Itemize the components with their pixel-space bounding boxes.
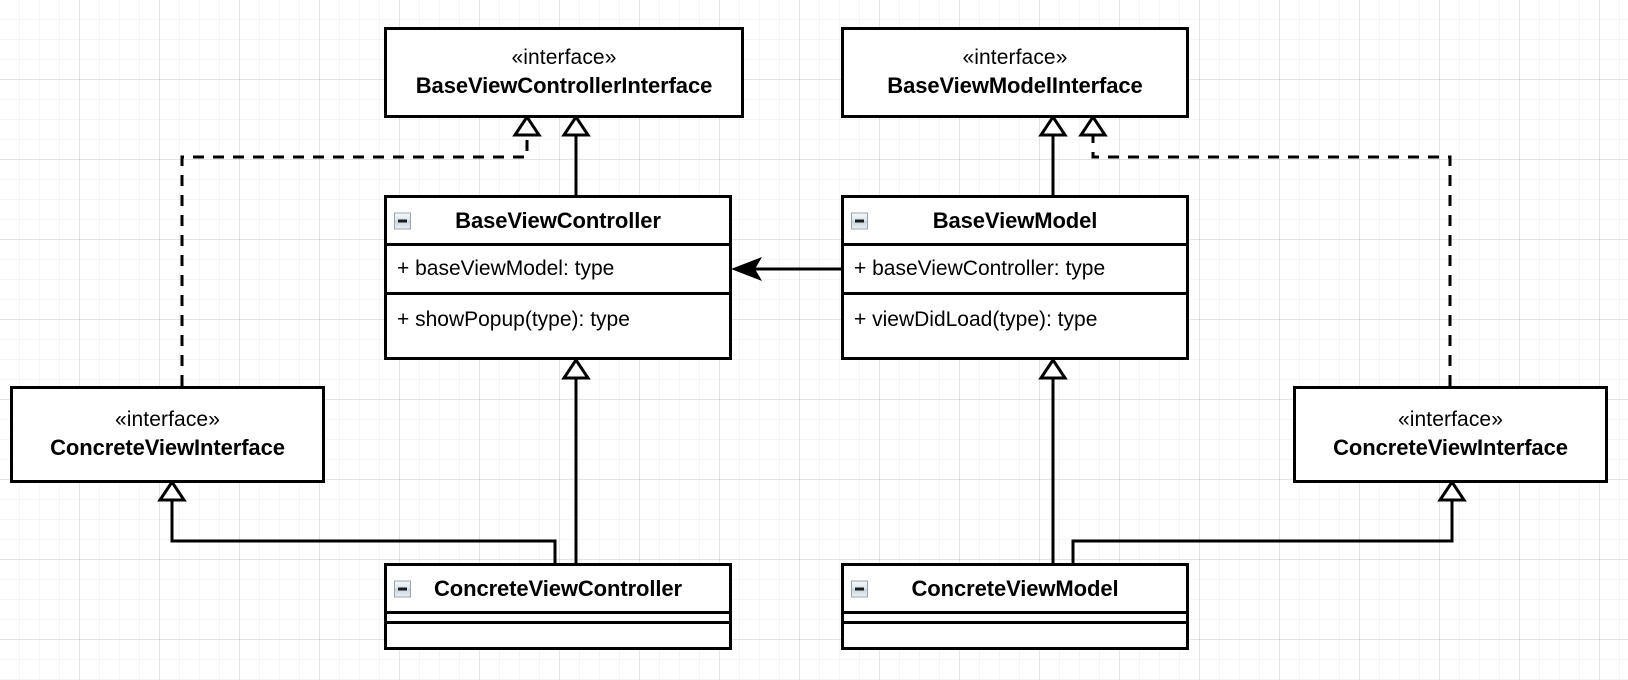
- class-header: ConcreteViewModel: [844, 566, 1186, 614]
- interface-name-label: BaseViewControllerInterface: [415, 72, 713, 98]
- class-concrete-view-interface-right[interactable]: «interface» ConcreteViewInterface: [1293, 386, 1608, 483]
- operation-row: + viewDidLoad(type): type: [854, 307, 1098, 331]
- minus-icon[interactable]: [851, 212, 868, 229]
- attribute-row: + baseViewController: type: [854, 257, 1106, 280]
- operations-compartment: + showPopup(type): type: [387, 295, 729, 344]
- attributes-compartment: + baseViewController: type: [844, 246, 1186, 295]
- edge-generalization-cvc-cvil: [157, 479, 557, 565]
- operations-compartment: + viewDidLoad(type): type: [844, 295, 1186, 344]
- interface-name-label: ConcreteViewInterface: [50, 434, 285, 460]
- interface-name-label: BaseViewModelInterface: [887, 72, 1143, 98]
- attributes-compartment: + baseViewModel: type: [387, 246, 729, 295]
- stereotype-label: «interface»: [962, 46, 1068, 70]
- operation-row: + showPopup(type): type: [397, 307, 630, 331]
- class-name-label: ConcreteViewController: [433, 575, 682, 601]
- edge-generalization-cvm-cvir: [1071, 479, 1467, 565]
- edge-generalization-bvm: [1038, 114, 1068, 198]
- stereotype-label: «interface»: [114, 408, 220, 432]
- operations-compartment: [844, 624, 1186, 634]
- minus-icon[interactable]: [851, 580, 868, 597]
- edge-generalization-cvm-bvm: [1038, 357, 1068, 565]
- minus-icon[interactable]: [394, 580, 411, 597]
- class-concrete-view-interface-left[interactable]: «interface» ConcreteViewInterface: [10, 386, 325, 483]
- class-header: ConcreteViewController: [387, 566, 729, 614]
- interface-name-label: ConcreteViewInterface: [1333, 434, 1568, 460]
- stereotype-label: «interface»: [511, 46, 617, 70]
- class-name-label: BaseViewModel: [932, 207, 1098, 233]
- attribute-row: + baseViewModel: type: [397, 257, 615, 280]
- stereotype-label: «interface»: [1397, 408, 1503, 432]
- class-base-view-controller[interactable]: BaseViewController + baseViewModel: type…: [384, 195, 732, 360]
- class-name-label: ConcreteViewModel: [911, 575, 1119, 601]
- class-header: BaseViewController: [387, 198, 729, 246]
- attributes-compartment: [844, 614, 1186, 624]
- attributes-compartment: [387, 614, 729, 624]
- class-header: BaseViewModel: [844, 198, 1186, 246]
- class-name-label: BaseViewController: [455, 207, 661, 233]
- edge-generalization-cvc-bvc: [561, 357, 591, 565]
- class-base-view-model[interactable]: BaseViewModel + baseViewController: type…: [841, 195, 1189, 360]
- minus-icon[interactable]: [394, 212, 411, 229]
- operations-compartment: [387, 624, 729, 634]
- class-concrete-view-model[interactable]: ConcreteViewModel: [841, 563, 1189, 650]
- class-base-view-model-interface[interactable]: «interface» BaseViewModelInterface: [841, 27, 1189, 118]
- class-base-view-controller-interface[interactable]: «interface» BaseViewControllerInterface: [384, 27, 744, 118]
- edge-generalization-bvc: [561, 114, 591, 198]
- class-concrete-view-controller[interactable]: ConcreteViewController: [384, 563, 732, 650]
